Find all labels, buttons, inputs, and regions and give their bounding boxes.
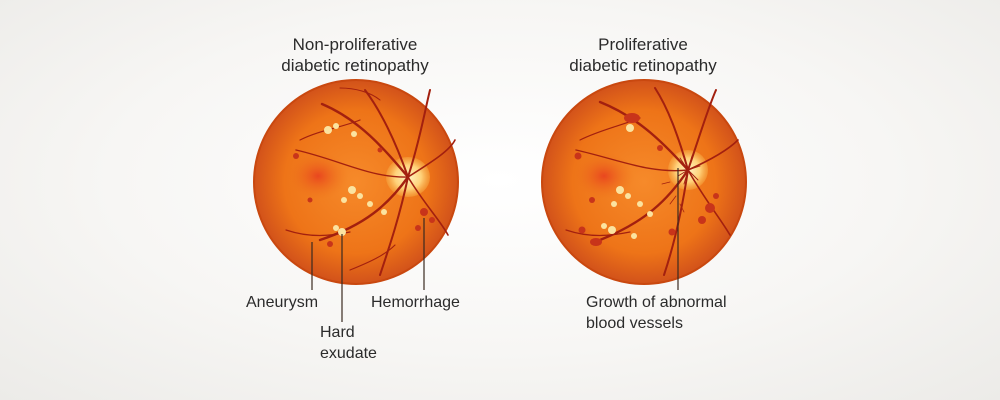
right-diagram-title: Proliferative diabetic retinopathy: [513, 34, 773, 76]
right-hemorrhages: [574, 113, 719, 246]
label-aneurysm: Aneurysm: [246, 294, 319, 311]
right-retina: [541, 79, 747, 285]
left-retina: [253, 79, 459, 285]
right-retina-disc: [541, 79, 747, 285]
left-diagram-title: Non-proliferative diabetic retinopathy: [225, 34, 485, 76]
left-title-line1: Non-proliferative: [292, 35, 418, 54]
label-growth-line1: Growth of abnormal: [586, 294, 727, 311]
right-hard-exudates: [601, 124, 653, 239]
label-hard-exudate-line2: exudate: [320, 345, 377, 362]
label-growth-line2: blood vessels: [586, 315, 683, 332]
left-blood-vessels: [285, 87, 456, 276]
right-macula: [574, 152, 634, 200]
label-hard-exudate-line1: Hard: [320, 324, 355, 341]
left-retina-disc: [253, 79, 459, 285]
left-title-line2: diabetic retinopathy: [281, 56, 429, 75]
right-title-line2: diabetic retinopathy: [569, 56, 717, 75]
left-macula: [288, 152, 348, 200]
right-title-line1: Proliferative: [598, 35, 688, 54]
label-hemorrhage: Hemorrhage: [371, 294, 460, 311]
label-abnormal-vessel-growth: Growth of abnormal blood vessels: [586, 292, 727, 334]
label-hard-exudate: Hard exudate: [320, 322, 380, 364]
leader-lines: [311, 168, 679, 322]
left-hemorrhages: [293, 147, 435, 247]
left-hard-exudates: [324, 123, 387, 236]
